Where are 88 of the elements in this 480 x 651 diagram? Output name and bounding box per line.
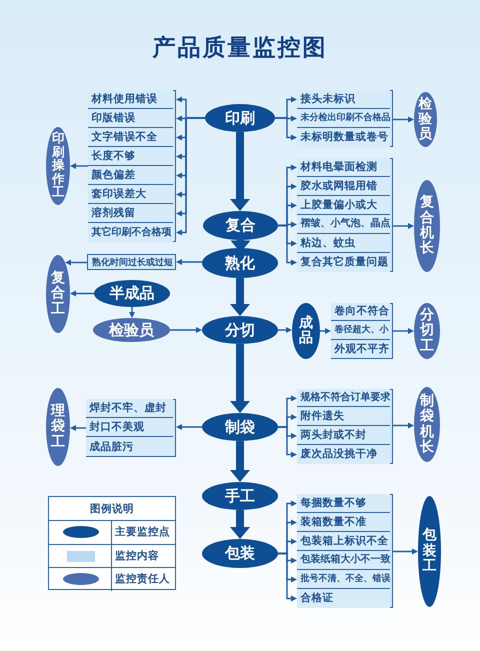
issue-cell: 封口不美观: [86, 418, 172, 438]
person-ellipse: 分切工: [414, 303, 440, 359]
process-ellipse: 半成品: [94, 280, 170, 307]
arrow: [129, 307, 135, 318]
issue-cell: 长度不够: [88, 146, 172, 166]
issue-cell: 装箱数量不准: [296, 512, 390, 532]
arrow: [278, 552, 297, 602]
arrow: [65, 260, 87, 266]
arrow: [170, 327, 202, 333]
arrow: [393, 223, 414, 229]
issue-cell: 合格证: [296, 588, 390, 608]
arrow: [278, 426, 297, 458]
issue-cell: 熟化时间过长或过短: [87, 254, 176, 270]
issue-cell: 胶水或网辊用错: [296, 176, 390, 196]
issue-cell: 未分检出印刷不合格品: [296, 108, 390, 128]
arrow: [393, 116, 414, 122]
legend-label: 监控责任人: [115, 572, 170, 586]
issue-cell: 每捆数量不够: [296, 494, 390, 512]
issue-cell: 卷径超大、小: [330, 321, 390, 340]
process-ellipse: 包装工: [418, 496, 441, 607]
process-ellipse: 包装: [202, 539, 278, 568]
arrow: [230, 441, 250, 482]
arrow: [278, 224, 297, 266]
issue-cell: 废次品没挑干净: [296, 444, 390, 464]
process-ellipse: 印刷: [205, 104, 275, 132]
arrow: [70, 163, 88, 169]
issue-list: [86, 399, 176, 457]
person-ellipse: 理袋工: [46, 388, 70, 466]
legend-label: 监控内容: [115, 548, 159, 562]
legend-title: 图例说明: [90, 502, 134, 516]
person-ellipse: 复合机长: [414, 180, 440, 272]
process-ellipse: 熟化: [202, 248, 278, 278]
issue-cell: 附件遗失: [296, 407, 390, 426]
person-ellipse: 印刷操作工: [46, 127, 70, 205]
arrow: [275, 117, 297, 140]
issue-list: [297, 389, 393, 464]
legend-label: 主要监控点: [115, 525, 170, 539]
arrow: [70, 290, 94, 296]
issue-cell: 焊封不牢、虚封: [86, 398, 172, 418]
arrow: [393, 328, 414, 334]
issue-list: [331, 303, 393, 359]
arrow: [70, 425, 86, 431]
issue-list: [297, 494, 393, 608]
issue-cell: 接头未标识: [296, 90, 390, 108]
issue-cell: 复合其它质量问题: [296, 252, 390, 272]
issue-cell: 批号不清、不全、错误: [296, 570, 390, 588]
issue-cell: 褶皱、小气泡、晶点: [296, 214, 390, 234]
arrow: [230, 510, 250, 539]
issue-cell: 包装纸箱大小不一致: [296, 550, 390, 570]
issue-cell: 材料电晕面检测: [296, 158, 390, 176]
issue-list: [88, 90, 176, 242]
issue-cell: 印版错误: [88, 108, 172, 128]
process-ellipse: 制袋: [202, 413, 278, 441]
person-ellipse: 检验员: [414, 92, 437, 147]
person-ellipse: 复合工: [46, 255, 70, 333]
issue-list: [297, 158, 393, 272]
issue-cell: 卷向不符合: [330, 302, 390, 322]
issue-cell: 其它印刷不合格项: [88, 222, 172, 242]
process-ellipse: 分切: [202, 316, 278, 344]
issue-cell: 溶剂残留: [88, 204, 172, 222]
issue-cell: 粘边、蚊虫: [296, 234, 390, 252]
arrow: [320, 328, 331, 334]
arrow: [278, 327, 292, 333]
process-ellipse: 手工: [202, 482, 278, 510]
issue-cell: 套印误差大: [88, 184, 172, 204]
arrow: [393, 548, 418, 554]
issue-list: [297, 90, 393, 147]
arrow: [230, 278, 250, 316]
arrow: [230, 344, 250, 413]
issue-cell: 上胶量偏小或大: [296, 196, 390, 214]
issue-cell: 未标明数量或卷号: [296, 128, 390, 146]
process-ellipse: 复合: [203, 211, 278, 240]
arrow: [393, 422, 414, 428]
arrow: [230, 132, 250, 211]
issue-cell: 材料使用错误: [88, 90, 172, 108]
issue-cell: 文字错误不全: [88, 128, 172, 146]
issue-cell: 两头封或不封: [296, 426, 390, 445]
issue-cell: 外观不平齐: [330, 340, 390, 358]
issue-cell: 包装箱上标识不全: [296, 532, 390, 550]
issue-cell: 成品脏污: [86, 437, 172, 456]
title: 产品质量监控图: [152, 34, 328, 63]
issue-cell: 颜色偏差: [88, 166, 172, 184]
process-ellipse: 成品: [292, 303, 320, 359]
issue-cell: 规格不符合订单要求: [296, 388, 390, 408]
arrow: [176, 424, 202, 430]
person-ellipse: 检验员: [93, 318, 170, 342]
arrow: [176, 259, 202, 265]
person-ellipse: 制袋机长: [414, 387, 440, 462]
